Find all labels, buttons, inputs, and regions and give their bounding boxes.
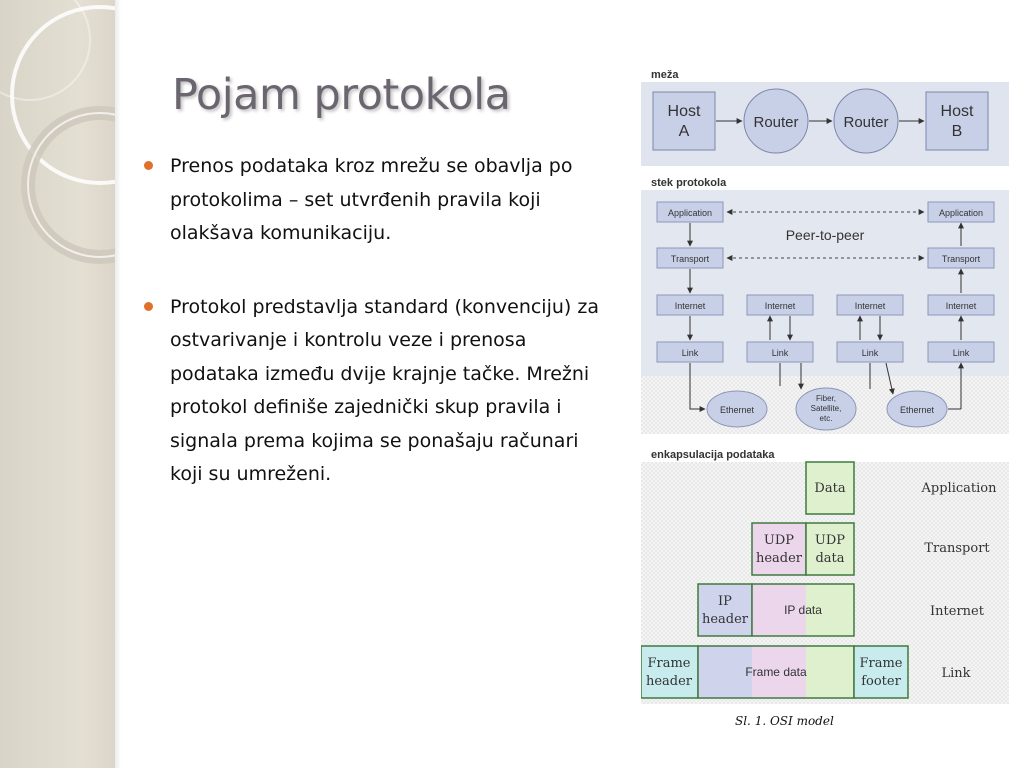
bullet-item: Protokol predstavlja standard (konvencij…: [142, 291, 612, 492]
internet-box: [746, 294, 814, 316]
bullet-item: Prenos podataka kroz mrežu se obavlja po…: [142, 150, 612, 251]
layer-label: Link: [941, 666, 970, 681]
frame-data-label: Frame data: [745, 665, 807, 679]
internet-label: Internet: [855, 301, 886, 311]
ip-data-part-udp-header: [752, 584, 806, 636]
link-label: Link: [862, 348, 879, 358]
frame-footer-word1: Frame: [859, 656, 902, 671]
host-a-box: [652, 91, 716, 151]
transport-label-right: Transport: [942, 254, 981, 264]
app-box-right: [927, 201, 995, 223]
media-arrow: [885, 362, 895, 395]
decorative-circles: [0, 0, 115, 264]
bullet-text: Protokol predstavlja standard (konvencij…: [170, 295, 599, 486]
encapsulation-panel: enkapsulacija podataka Data UDP header U…: [640, 449, 1009, 706]
frame-data-part-ip-header: [698, 646, 752, 698]
app-label-left: Application: [668, 208, 712, 218]
data-block-label: Data: [814, 481, 845, 496]
ip-data-part-udp-data: [806, 584, 854, 636]
layer-label: Internet: [930, 604, 985, 619]
transport-box-left: [656, 247, 724, 269]
router-2-label: Router: [843, 114, 888, 131]
link-label: Link: [682, 348, 699, 358]
decorative-side-band: [0, 0, 115, 768]
internet-box: [656, 294, 724, 316]
router-1-label: Router: [753, 114, 798, 131]
media-arrow: [689, 363, 706, 412]
host-b-box: [925, 91, 989, 151]
host-a-word2: A: [679, 123, 690, 140]
media-label: Ethernet: [900, 405, 935, 415]
network-label: meža: [651, 69, 679, 81]
udp-header-block: [751, 522, 807, 576]
ethernet-cloud-left: [706, 390, 768, 428]
bullet-text: Prenos podataka kroz mrežu se obavlja po…: [170, 155, 573, 244]
media-label-fiber-3: etc.: [820, 414, 833, 423]
router-2-circle: [833, 88, 899, 154]
frame-header-block: [640, 645, 699, 699]
internet-box: [927, 294, 995, 316]
bullet-dot-icon: [144, 301, 153, 311]
app-box-left: [656, 201, 724, 223]
ip-data-label: IP data: [784, 603, 822, 617]
link-label: Link: [772, 348, 789, 358]
encapsulation-label: enkapsulacija podataka: [651, 449, 775, 461]
internet-label: Internet: [765, 301, 796, 311]
frame-header-word2: header: [646, 674, 693, 689]
host-b-word2: B: [952, 123, 963, 140]
app-label-right: Application: [939, 208, 983, 218]
network-panel: meža Host A Router Router Host B: [641, 69, 1009, 166]
figure-caption: Sl. 1. OSI model: [735, 714, 834, 728]
udp-data-word1: UDP: [815, 533, 845, 548]
media-label-fiber-1: Fiber,: [816, 394, 836, 403]
ethernet-cloud-right: [886, 390, 948, 428]
frame-data-part-udp-header: [752, 646, 806, 698]
udp-header-word1: UDP: [764, 533, 794, 548]
bullet-dot-icon: [144, 161, 153, 170]
media-label: Ethernet: [720, 405, 755, 415]
frame-data-part-udp-data: [806, 646, 854, 698]
udp-data-block: [805, 522, 855, 576]
media-label-fiber-2: Satellite,: [811, 404, 842, 413]
link-label: Link: [953, 348, 970, 358]
peer-label: Peer-to-peer: [786, 227, 865, 243]
link-box: [656, 341, 724, 363]
side-band-shadow: [115, 0, 121, 768]
ip-header-word2: header: [702, 612, 749, 627]
frame-footer-word2: footer: [861, 674, 901, 689]
ip-header-block: [697, 583, 753, 637]
link-box: [927, 341, 995, 363]
frame-header-word1: Frame: [647, 656, 690, 671]
layer-label: Transport: [924, 541, 990, 556]
internet-box: [836, 294, 904, 316]
host-a-word1: Host: [668, 103, 701, 120]
frame-footer-block: [853, 645, 909, 699]
data-block: [805, 461, 855, 515]
udp-header-word2: header: [756, 551, 803, 566]
host-b-word1: Host: [941, 103, 974, 120]
ip-data-block: [751, 583, 855, 637]
layer-label: Application: [921, 481, 998, 496]
ip-header-word1: IP: [718, 594, 732, 609]
bullet-list: Prenos podataka kroz mrežu se obavlja po…: [142, 150, 612, 492]
internet-label: Internet: [946, 301, 977, 311]
stack-label: stek protokola: [651, 177, 727, 189]
slide-title: Pojam protokola: [172, 70, 511, 120]
transport-box-right: [927, 247, 995, 269]
transport-label-left: Transport: [671, 254, 710, 264]
link-box: [746, 341, 814, 363]
link-box: [836, 341, 904, 363]
router-1-circle: [743, 88, 809, 154]
udp-data-word2: data: [815, 551, 844, 566]
stack-panel: stek protokola Application Application P…: [641, 177, 1009, 434]
osi-model-figure: meža Host A Router Router Host B stek pr…: [640, 64, 1009, 708]
fiber-cloud: [795, 387, 857, 431]
internet-label: Internet: [675, 301, 706, 311]
